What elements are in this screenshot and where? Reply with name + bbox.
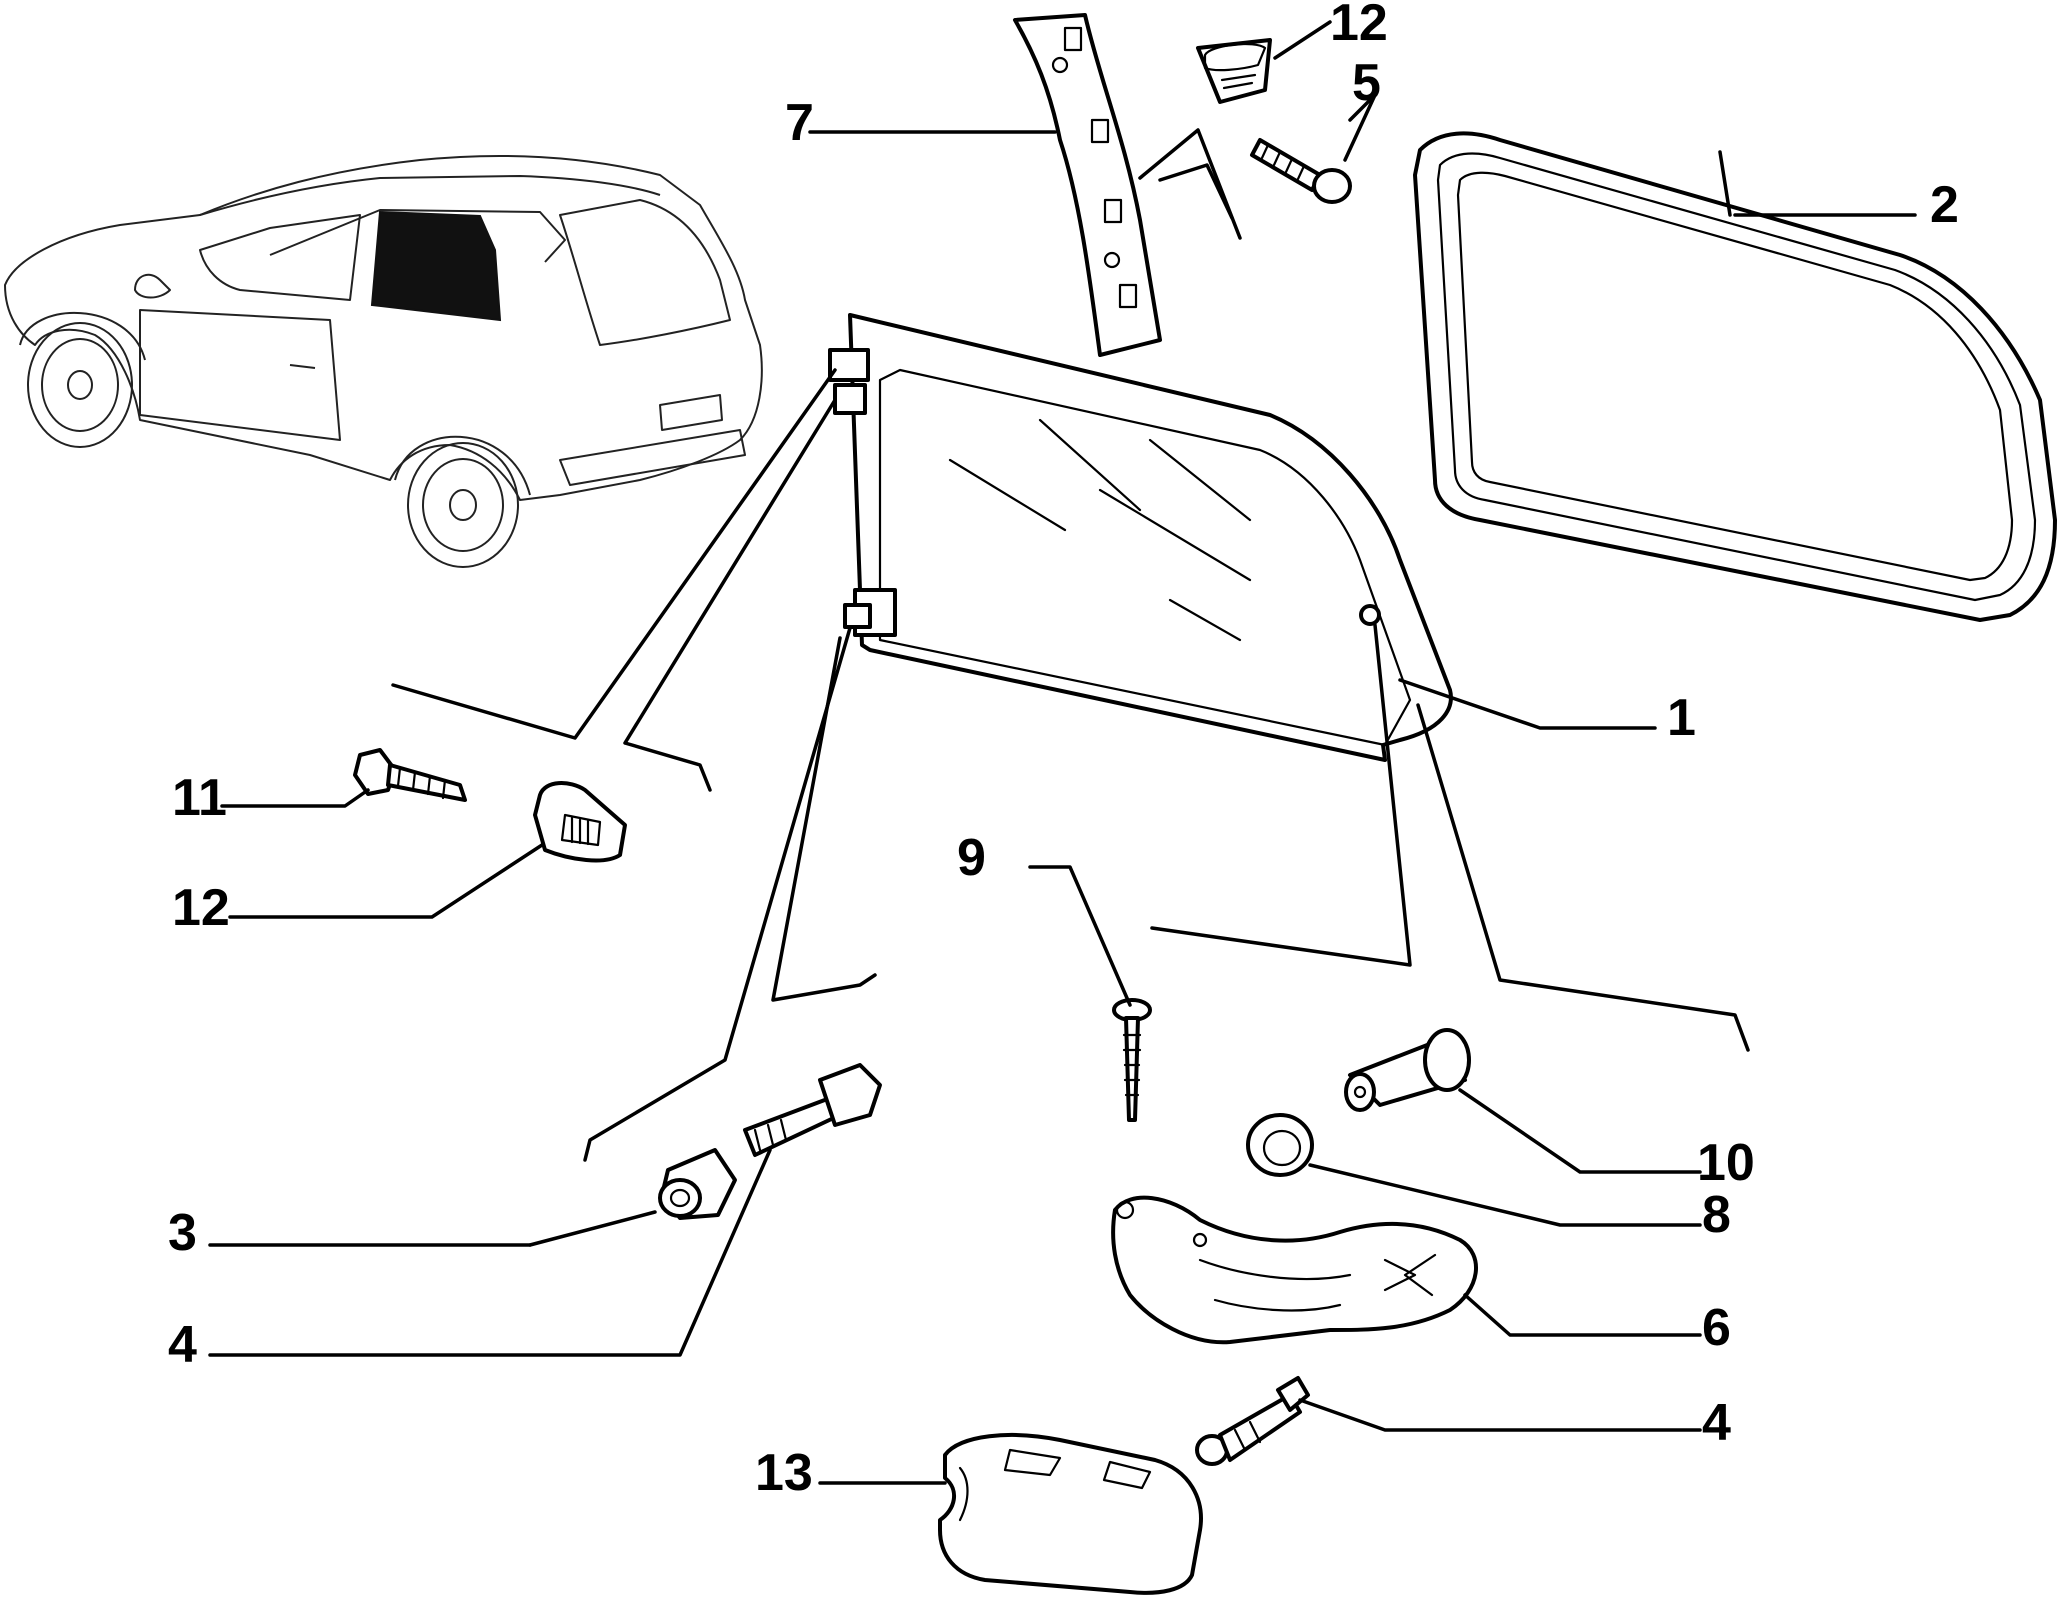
callout-5: 5	[1352, 54, 1381, 112]
callout-1: 1	[1667, 689, 1696, 747]
callout-12-left: 12	[172, 879, 230, 937]
part-1-quarter-glass	[828, 313, 1453, 762]
part-2-window-seal	[1413, 131, 2057, 622]
part-7-pillar-trim	[1013, 13, 1162, 357]
callout-8: 8	[1702, 1186, 1731, 1244]
callout-12-top: 12	[1330, 0, 1388, 52]
part-4-bolt-left	[743, 1063, 882, 1157]
callout-4-right: 4	[1702, 1394, 1731, 1452]
part-8-grommet	[1246, 1113, 1314, 1177]
callout-10: 10	[1697, 1134, 1755, 1192]
part-6-latch-handle	[1111, 1195, 1478, 1345]
part-13-cover	[938, 1433, 1203, 1595]
callout-labels: 1 2 3 4 4 5 6 7 8 9 10 11 12 12 13	[168, 0, 1959, 1502]
callout-7: 7	[785, 94, 814, 152]
part-12-clip-left	[533, 781, 627, 863]
callout-4-left: 4	[168, 1316, 197, 1374]
callout-2: 2	[1930, 176, 1959, 234]
callout-9: 9	[957, 829, 986, 887]
car-illustration	[4, 155, 763, 568]
car-side-window	[370, 210, 502, 322]
callout-6: 6	[1702, 1299, 1731, 1357]
part-3-bushing	[658, 1148, 737, 1220]
part-11-bolt	[353, 748, 467, 802]
part-9-screw	[1112, 998, 1152, 1122]
assembly-reference-lines	[391, 128, 1750, 1162]
leader-lines	[208, 20, 1917, 1485]
callout-11: 11	[172, 769, 227, 827]
part-5-screw	[1250, 138, 1352, 204]
callout-13: 13	[755, 1444, 813, 1502]
part-4-stud-right	[1195, 1376, 1310, 1466]
callout-3: 3	[168, 1204, 197, 1262]
part-12-clip-top	[1196, 38, 1272, 104]
part-10-hinge-pin	[1344, 1028, 1471, 1112]
